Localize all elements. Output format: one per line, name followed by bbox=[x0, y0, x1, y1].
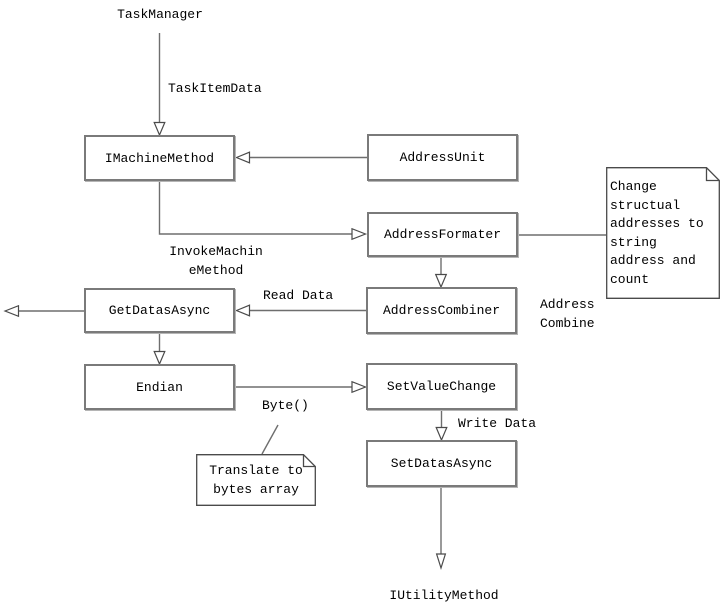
node-label: Endian bbox=[136, 379, 183, 395]
connector-taskmanager-to-imachinemethod bbox=[153, 33, 166, 137]
connector-setdatasasync-to-iutilitymethod bbox=[435, 487, 447, 571]
node-label: GetDatasAsync bbox=[108, 303, 211, 318]
node-label: AddressFormater bbox=[383, 227, 502, 242]
connector-setvaluechange-to-setdatasasync bbox=[435, 410, 448, 442]
edge-label-write-data: Write Data bbox=[458, 416, 537, 431]
node-addresscombiner: AddressCombiner bbox=[366, 287, 517, 334]
edge-label-address-combine: Address Combine bbox=[540, 297, 595, 331]
node-endian: Endian bbox=[84, 364, 235, 410]
note-translate-bytes: Translate to bytes array bbox=[196, 454, 316, 506]
connector-note-to-byte-label bbox=[261, 424, 279, 455]
connector-endian-to-setvaluechange bbox=[235, 380, 368, 394]
note-change-structural-addresses: Change structual addresses to string add… bbox=[606, 167, 720, 299]
connector-getdatasasync-to-left-edge bbox=[3, 304, 84, 318]
note-text: Translate to bytes array bbox=[209, 463, 311, 497]
node-setvaluechange: SetValueChange bbox=[366, 363, 517, 410]
node-label: AddressUnit bbox=[399, 150, 486, 165]
connector-addressunit-to-imachinemethod bbox=[234, 151, 367, 164]
connector-imachinemethod-to-addressformater bbox=[158, 181, 368, 241]
node-label: SetValueChange bbox=[386, 379, 497, 394]
node-taskmanager: TaskManager bbox=[117, 7, 203, 22]
node-addressunit: AddressUnit bbox=[367, 134, 518, 181]
note-shape bbox=[196, 454, 316, 506]
note-shape bbox=[606, 167, 720, 299]
connector-getdatasasync-to-endian bbox=[153, 333, 166, 366]
node-addressformater: AddressFormater bbox=[367, 212, 518, 257]
node-imachinemethod: IMachineMethod bbox=[84, 135, 235, 181]
connector-addressformater-to-addresscombiner bbox=[434, 257, 448, 289]
connector-addresscombiner-to-getdatasasync bbox=[234, 304, 366, 317]
edge-label-byte: Byte() bbox=[262, 398, 309, 413]
node-iutilitymethod: IUtilityMethod bbox=[389, 588, 499, 603]
node-label: AddressCombiner bbox=[382, 303, 501, 318]
edge-label-read-data: Read Data bbox=[263, 288, 334, 303]
node-getdatasasync: GetDatasAsync bbox=[84, 288, 235, 333]
note-text: Change structual addresses to string add… bbox=[610, 179, 712, 287]
node-label: IMachineMethod bbox=[104, 150, 215, 166]
node-label: SetDatasAsync bbox=[390, 456, 493, 471]
node-setdatasasync: SetDatasAsync bbox=[366, 440, 517, 487]
edge-label-invokemachinemethod: InvokeMachin eMethod bbox=[169, 244, 263, 278]
edge-label-taskitemdata: TaskItemData bbox=[168, 81, 262, 96]
